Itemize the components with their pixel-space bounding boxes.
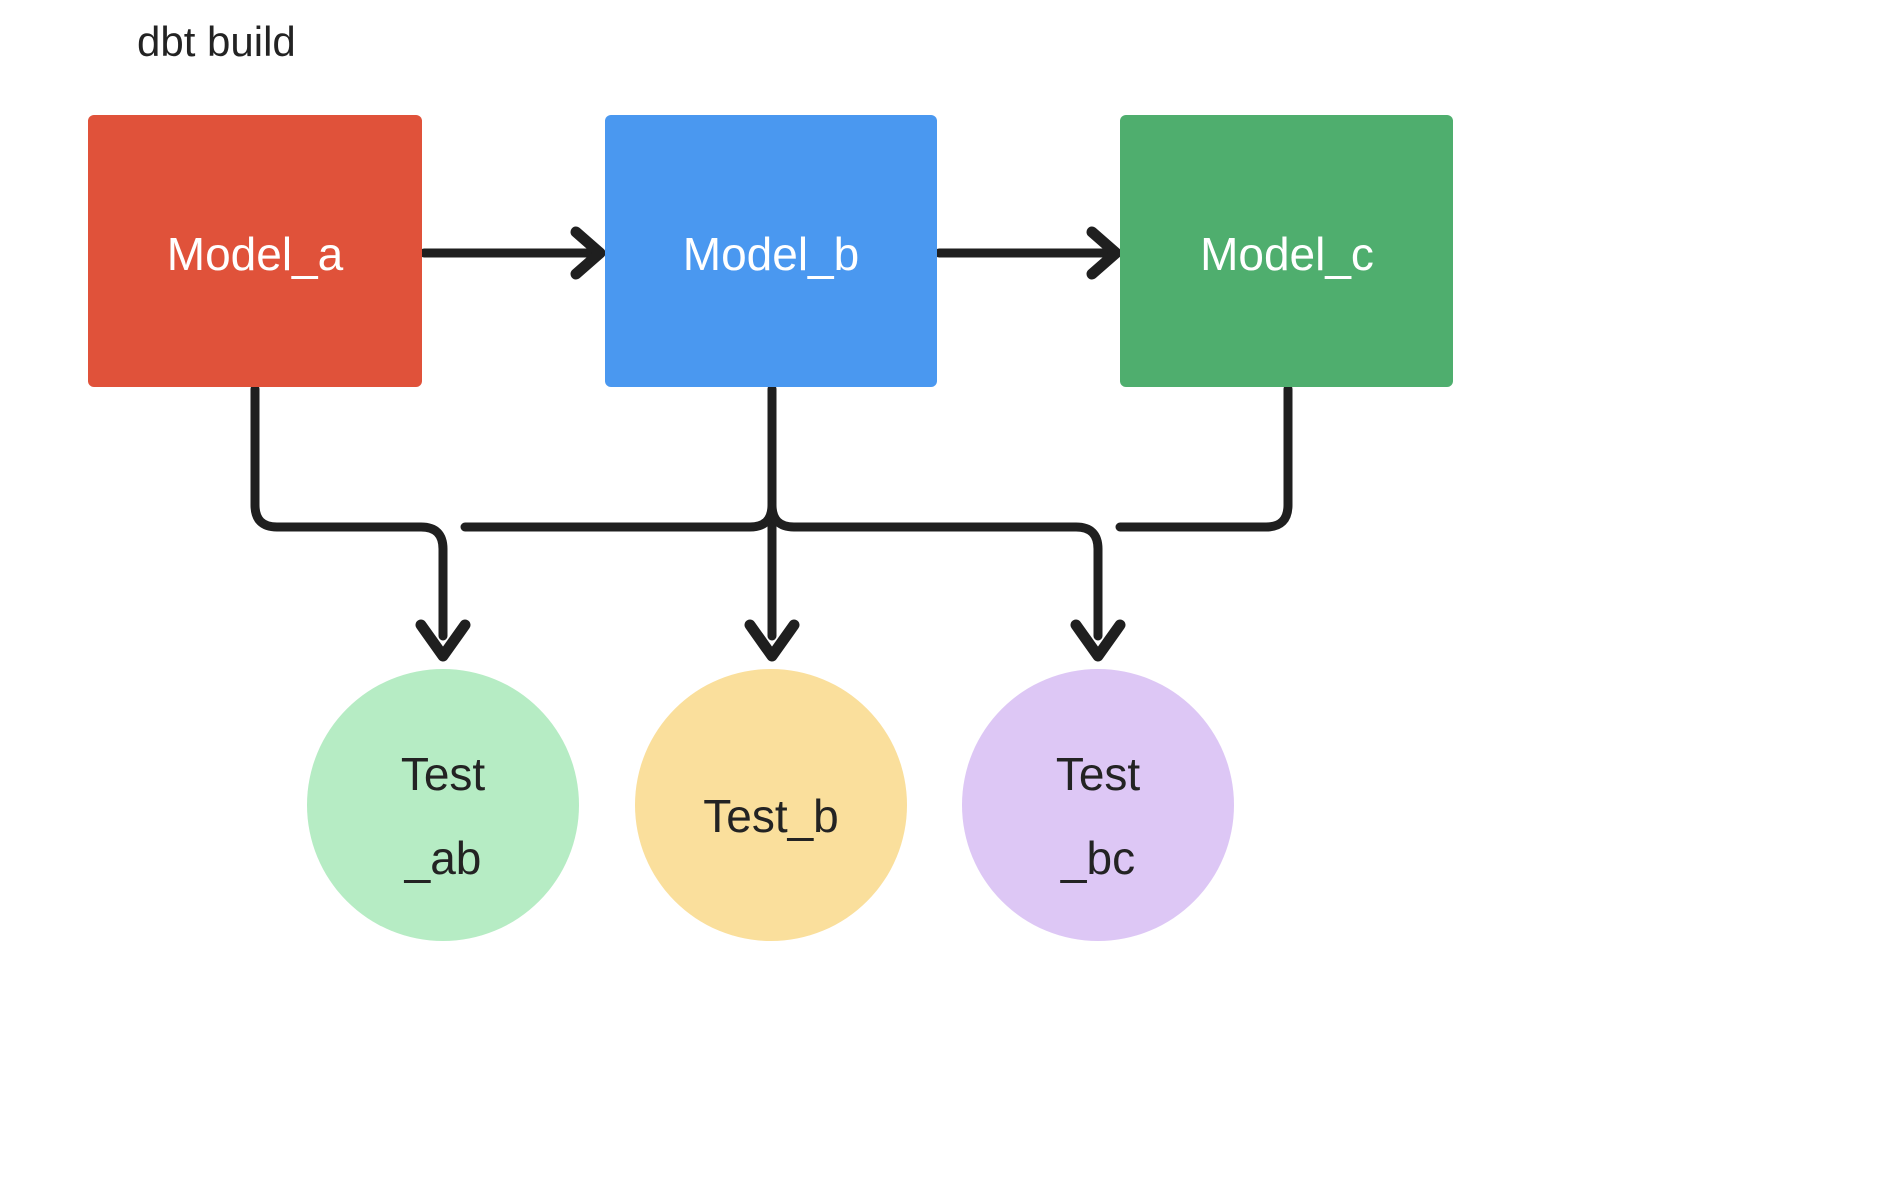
- diagram-title: dbt build: [137, 18, 296, 65]
- node-model-b-label: Model_b: [683, 228, 859, 280]
- node-model-c-shape[interactable]: [1120, 115, 1453, 387]
- edge-model-a-to-model-b: [419, 226, 606, 280]
- node-test-ab-label-line1: Test: [401, 748, 486, 800]
- node-test-bc-label-line1: Test: [1056, 748, 1141, 800]
- node-model-c-label: Model_c: [1200, 228, 1374, 280]
- node-test-b-label-line1: Test_b: [703, 790, 839, 842]
- edge-model-b-to-model-c: [934, 226, 1122, 280]
- edge-model-c-to-test-bc: [1115, 384, 1293, 532]
- node-model-c[interactable]: Model_c: [1120, 115, 1453, 387]
- edge-b-test-bc-arrowhead-icon: [1070, 619, 1126, 662]
- edge-model-b-to-test-bc: [767, 500, 1126, 662]
- node-model-a[interactable]: Model_a: [88, 115, 422, 387]
- edge-b-test-b-arrowhead-icon: [744, 619, 800, 662]
- node-test-b-shape[interactable]: [635, 669, 907, 941]
- node-model-b-shape[interactable]: [605, 115, 937, 387]
- node-test-ab[interactable]: Test _ab: [307, 669, 579, 941]
- node-model-a-label: Model_a: [167, 228, 344, 280]
- edge-a-test-ab-line: [250, 384, 448, 641]
- node-test-bc[interactable]: Test _bc: [962, 669, 1234, 941]
- node-model-b[interactable]: Model_b: [605, 115, 937, 387]
- node-test-bc-shape[interactable]: [962, 669, 1234, 941]
- edge-a-b-arrowhead-icon: [570, 226, 606, 280]
- edge-b-test-bc-line: [767, 500, 1103, 641]
- edge-model-b-to-test-ab: [460, 500, 777, 532]
- node-test-ab-label-line2: _ab: [404, 832, 482, 884]
- edge-b-c-arrowhead-icon: [1086, 226, 1122, 280]
- node-model-a-shape[interactable]: [88, 115, 422, 387]
- node-test-b[interactable]: Test_b: [635, 669, 907, 941]
- edge-c-test-bc-line: [1115, 384, 1293, 532]
- edge-b-test-ab-line: [460, 500, 777, 532]
- edge-a-test-ab-arrowhead-icon: [415, 619, 471, 662]
- node-test-bc-label-line2: _bc: [1060, 832, 1135, 884]
- edge-model-a-to-test-ab: [250, 384, 471, 662]
- node-test-ab-shape[interactable]: [307, 669, 579, 941]
